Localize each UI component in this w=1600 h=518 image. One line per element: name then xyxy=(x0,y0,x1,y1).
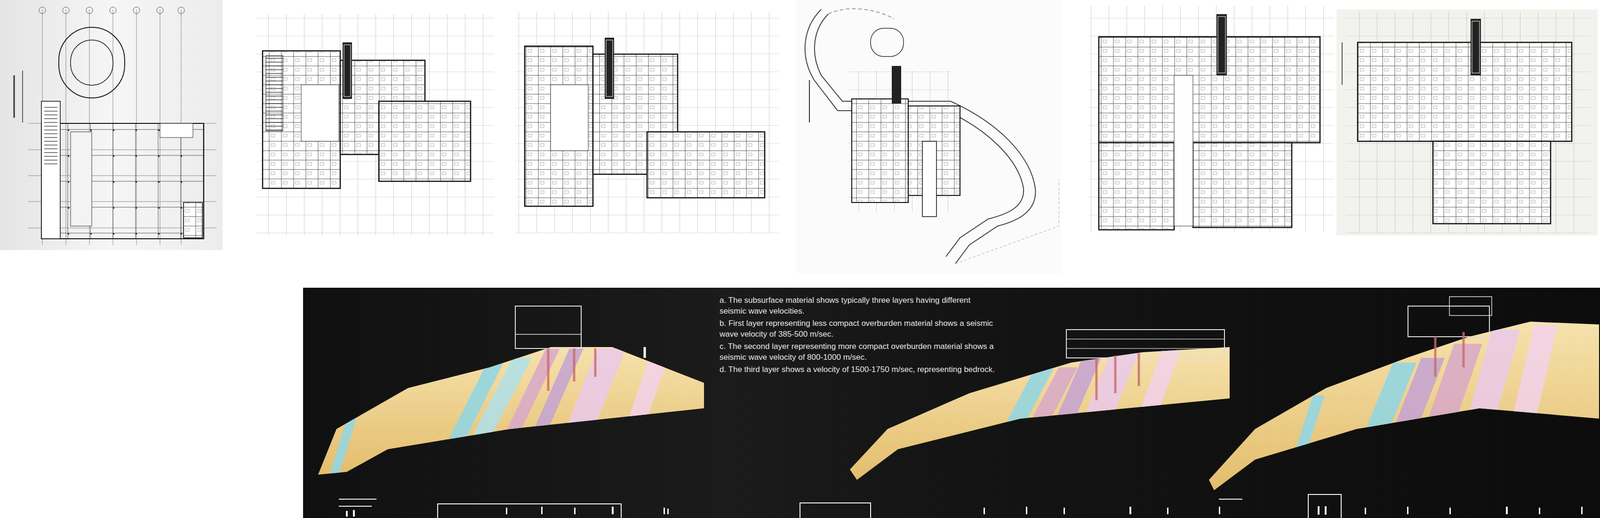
note-text: d. The third layer shows a velocity of 1… xyxy=(719,363,998,375)
note-text: b. First layer representing less compact… xyxy=(719,317,998,340)
geology-notes: a. The subsurface material shows typical… xyxy=(719,294,998,376)
note-text: c. The second layer representing more co… xyxy=(719,340,998,363)
note-text: a. The subsurface material shows typical… xyxy=(719,294,998,317)
